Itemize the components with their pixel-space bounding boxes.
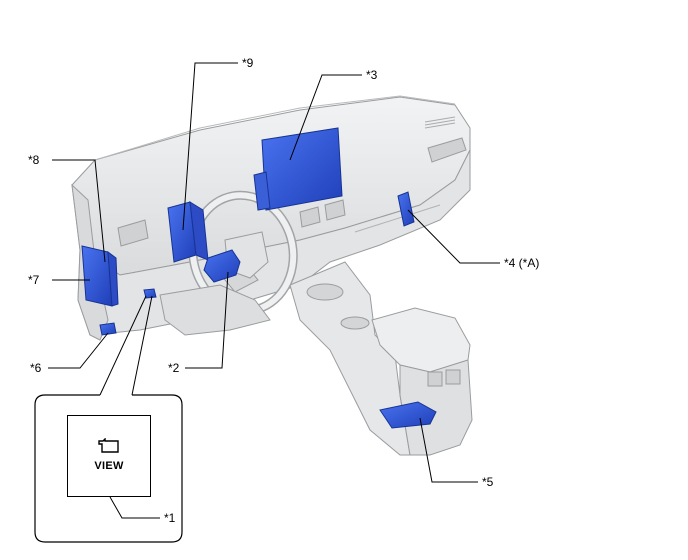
callout-9: *9 <box>242 56 254 70</box>
lower-knee-panel <box>159 284 271 336</box>
callout-4: *4 (*A) <box>504 256 540 270</box>
leader-line-1 <box>109 496 160 519</box>
shifter-base <box>306 283 344 301</box>
component-1-small-part <box>143 288 157 299</box>
leader-line-9 <box>182 62 238 231</box>
callout-8: *8 <box>28 153 40 167</box>
view-label: VIEW <box>94 460 124 472</box>
view-indicator-box: VIEW <box>67 415 151 497</box>
leader-line-2 <box>185 271 229 369</box>
defroster-vents <box>424 116 456 129</box>
center-air-vent-right <box>324 199 346 221</box>
rear-air-vent-left <box>427 371 443 387</box>
component-3-bracket <box>253 171 271 211</box>
camera-view-icon <box>98 438 119 453</box>
center-air-vent-left <box>299 206 321 228</box>
component-7-side <box>107 250 119 307</box>
leader-line-5 <box>419 417 478 483</box>
rear-air-vent-right <box>445 369 461 385</box>
component-4-sensor <box>397 191 415 227</box>
callout-7: *7 <box>28 273 40 287</box>
component-2-spiral-cable <box>203 249 241 283</box>
callout-3: *3 <box>366 68 378 82</box>
windshield-edge <box>94 95 456 161</box>
callout-1: *1 <box>164 511 176 525</box>
dashboard-lower-panel <box>77 149 471 336</box>
leader-line-1b <box>131 295 153 396</box>
leader-lines <box>48 62 500 519</box>
right-air-vent <box>427 137 467 163</box>
component-5-module <box>379 401 437 429</box>
leader-line-6 <box>48 332 109 369</box>
glovebox-line <box>354 204 441 233</box>
leader-line-8 <box>52 159 106 263</box>
cup-holder <box>340 316 370 330</box>
leader-line-3 <box>289 74 362 161</box>
component-3-display <box>261 127 343 211</box>
callout-5: *5 <box>482 475 494 489</box>
callout-6: *6 <box>30 361 42 375</box>
callout-2: *2 <box>168 361 180 375</box>
leader-line-1a <box>99 295 147 396</box>
left-air-vent <box>117 219 149 247</box>
detail-view-frame <box>34 394 183 543</box>
component-7-junction-block <box>81 245 113 307</box>
component-6-connector <box>99 322 117 336</box>
leader-line-4 <box>407 209 500 264</box>
